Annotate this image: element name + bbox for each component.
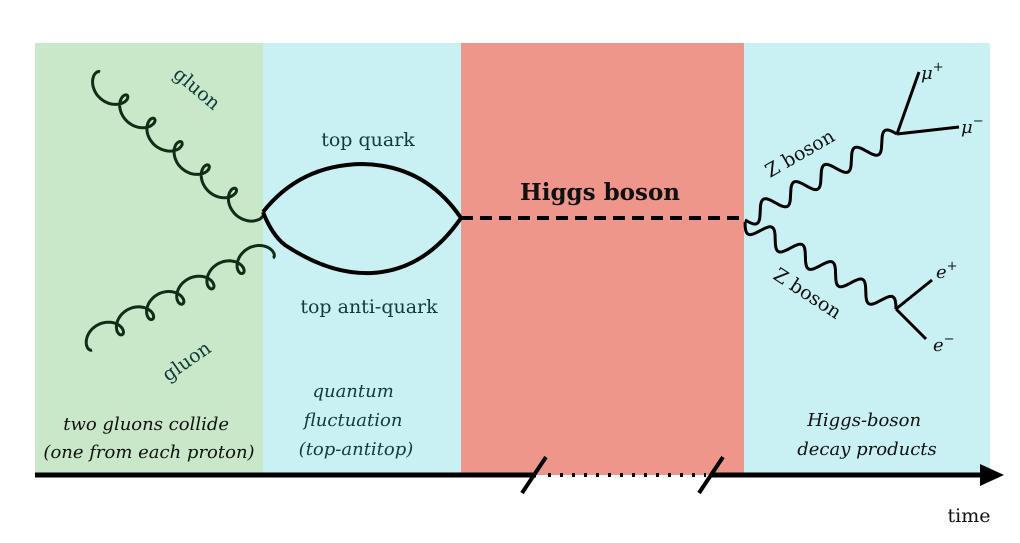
top-quark-label: top quark [321,129,415,151]
fluctuation-caption: quantum fluctuation (top-antitop) [299,381,414,460]
gluon-bottom-line [84,244,276,352]
z-boson-upper-line [744,128,898,226]
top-antiquark-label: top anti-quark [300,296,438,318]
e-plus-label: e+ [936,259,958,283]
decay-panel [744,43,990,475]
time-axis-arrowhead [980,464,1004,486]
decay-caption: Higgs-boson decay products [797,410,937,460]
e-minus-label: e− [933,332,955,356]
higgs-label: Higgs boson [520,179,680,206]
z-boson-lower-line [743,221,898,310]
top-antiquark-line [261,211,463,276]
e-minus-line [894,307,928,341]
gluon-top-line [91,69,266,223]
mu-plus-line [895,71,921,135]
mu-minus-line [896,125,960,136]
time-axis-label: time [948,505,991,527]
axis-break-mark-left [520,455,548,495]
mu-minus-label: μ− [961,114,984,138]
top-quark-line [261,161,463,220]
collision-panel [35,43,263,475]
collision-caption: two gluons collide (one from each proton… [43,414,254,463]
fluctuation-panel [263,43,461,475]
higgs-panel [461,43,744,475]
mu-plus-label: μ+ [921,60,944,84]
e-plus-line [895,278,933,311]
axis-break-mark-right [697,455,725,495]
